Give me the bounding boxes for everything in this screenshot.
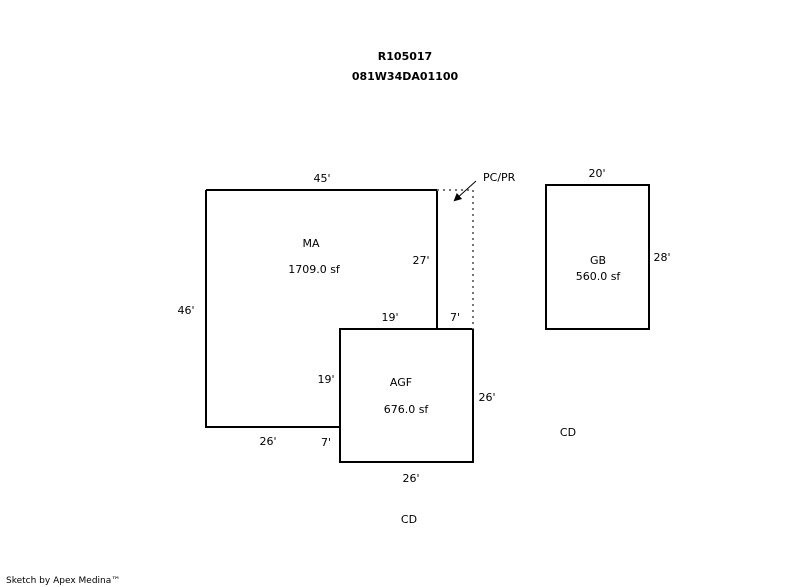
cd-label-right: CD xyxy=(560,426,576,439)
attached-garage-code: AGF xyxy=(390,376,412,389)
detached-garage-size: 560.0 sf xyxy=(576,270,622,283)
dim-ma-left: 46' xyxy=(177,304,194,317)
main-area-size: 1709.0 sf xyxy=(288,263,341,276)
dim-notch-top: 19' xyxy=(381,311,398,324)
dim-ma-inner-right: 27' xyxy=(412,254,429,267)
map-number: 081W34DA01100 xyxy=(352,70,459,83)
dim-agf-bottom: 26' xyxy=(402,472,419,485)
dim-gb-top: 20' xyxy=(588,167,605,180)
dim-notch-left: 19' xyxy=(317,373,334,386)
dim-ma-bottom-step: 7' xyxy=(321,436,331,449)
dim-ma-bottom: 26' xyxy=(259,435,276,448)
dim-ma-top: 45' xyxy=(313,172,330,185)
main-area-outline xyxy=(205,189,438,428)
dim-agf-right: 26' xyxy=(478,391,495,404)
main-area-code: MA xyxy=(302,237,319,250)
dim-gb-right: 28' xyxy=(653,251,670,264)
detached-garage-outline xyxy=(545,184,650,330)
detached-garage-code: GB xyxy=(590,254,606,267)
sketch-credit: Sketch by Apex Medina™ xyxy=(6,576,120,586)
attached-garage-outline xyxy=(339,328,474,463)
porch-code: PC/PR xyxy=(483,171,516,184)
parcel-id: R105017 xyxy=(378,50,432,63)
porch-pointer-arrow xyxy=(453,180,477,202)
cd-label-bottom: CD xyxy=(401,513,417,526)
attached-garage-size: 676.0 sf xyxy=(384,403,430,416)
dim-porch-bottom: 7' xyxy=(450,311,460,324)
porch-outline xyxy=(437,189,474,329)
